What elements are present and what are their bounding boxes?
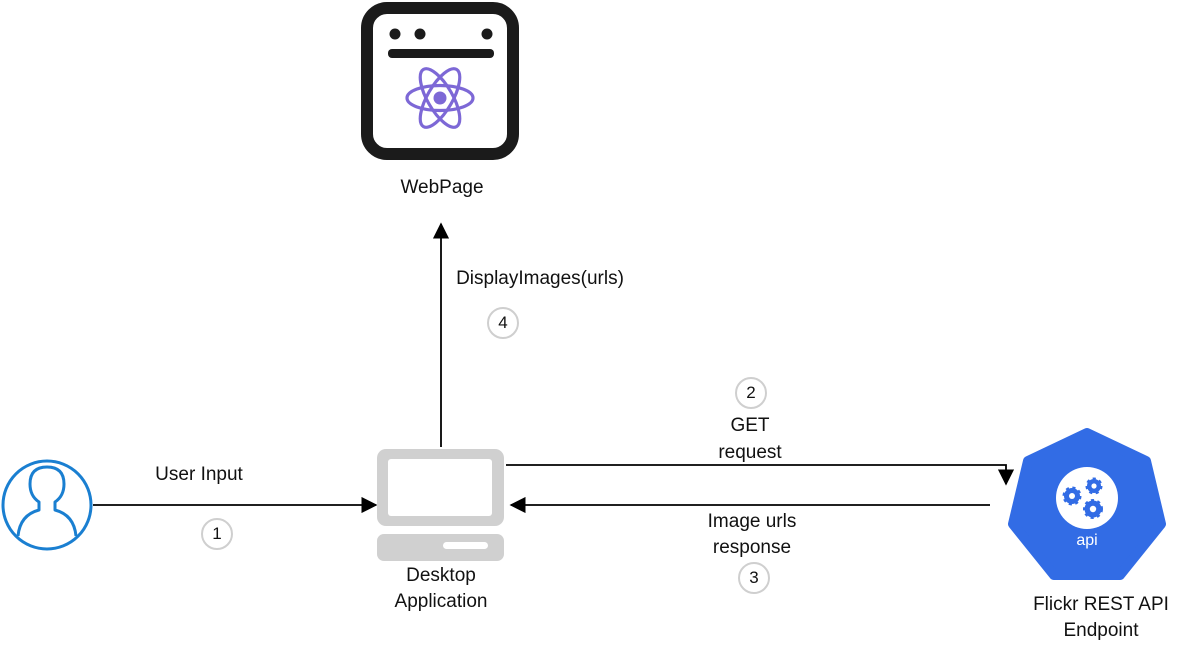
- webpage-label: WebPage: [400, 177, 484, 198]
- step-badge-3: 3: [738, 562, 770, 594]
- api-icon: [1008, 428, 1166, 580]
- user-input-label: User Input: [155, 464, 243, 485]
- desktop-label-line1: Desktop: [406, 565, 476, 586]
- webpage-icon: [361, 2, 519, 160]
- image-urls-label-line1: Image urls: [707, 511, 797, 532]
- image-urls-label-line2: response: [712, 537, 792, 558]
- laptop-icon: [377, 449, 504, 561]
- react-atom-icon: [405, 67, 475, 129]
- get-request-label-line1: GET: [730, 415, 770, 436]
- api-icon-text: api: [1076, 532, 1098, 549]
- edge-get-request: [506, 464, 1015, 486]
- user-icon: [1, 459, 93, 551]
- step-badge-1: 1: [201, 518, 233, 550]
- api-label-line1: Flickr REST API: [1033, 594, 1169, 615]
- step-badge-2: 2: [735, 377, 767, 409]
- desktop-label-line2: Application: [394, 591, 488, 612]
- api-label-line2: Endpoint: [1063, 620, 1139, 641]
- get-request-label-line2: request: [718, 442, 782, 463]
- display-images-label: DisplayImages(urls): [456, 268, 624, 289]
- step-badge-4: 4: [487, 307, 519, 339]
